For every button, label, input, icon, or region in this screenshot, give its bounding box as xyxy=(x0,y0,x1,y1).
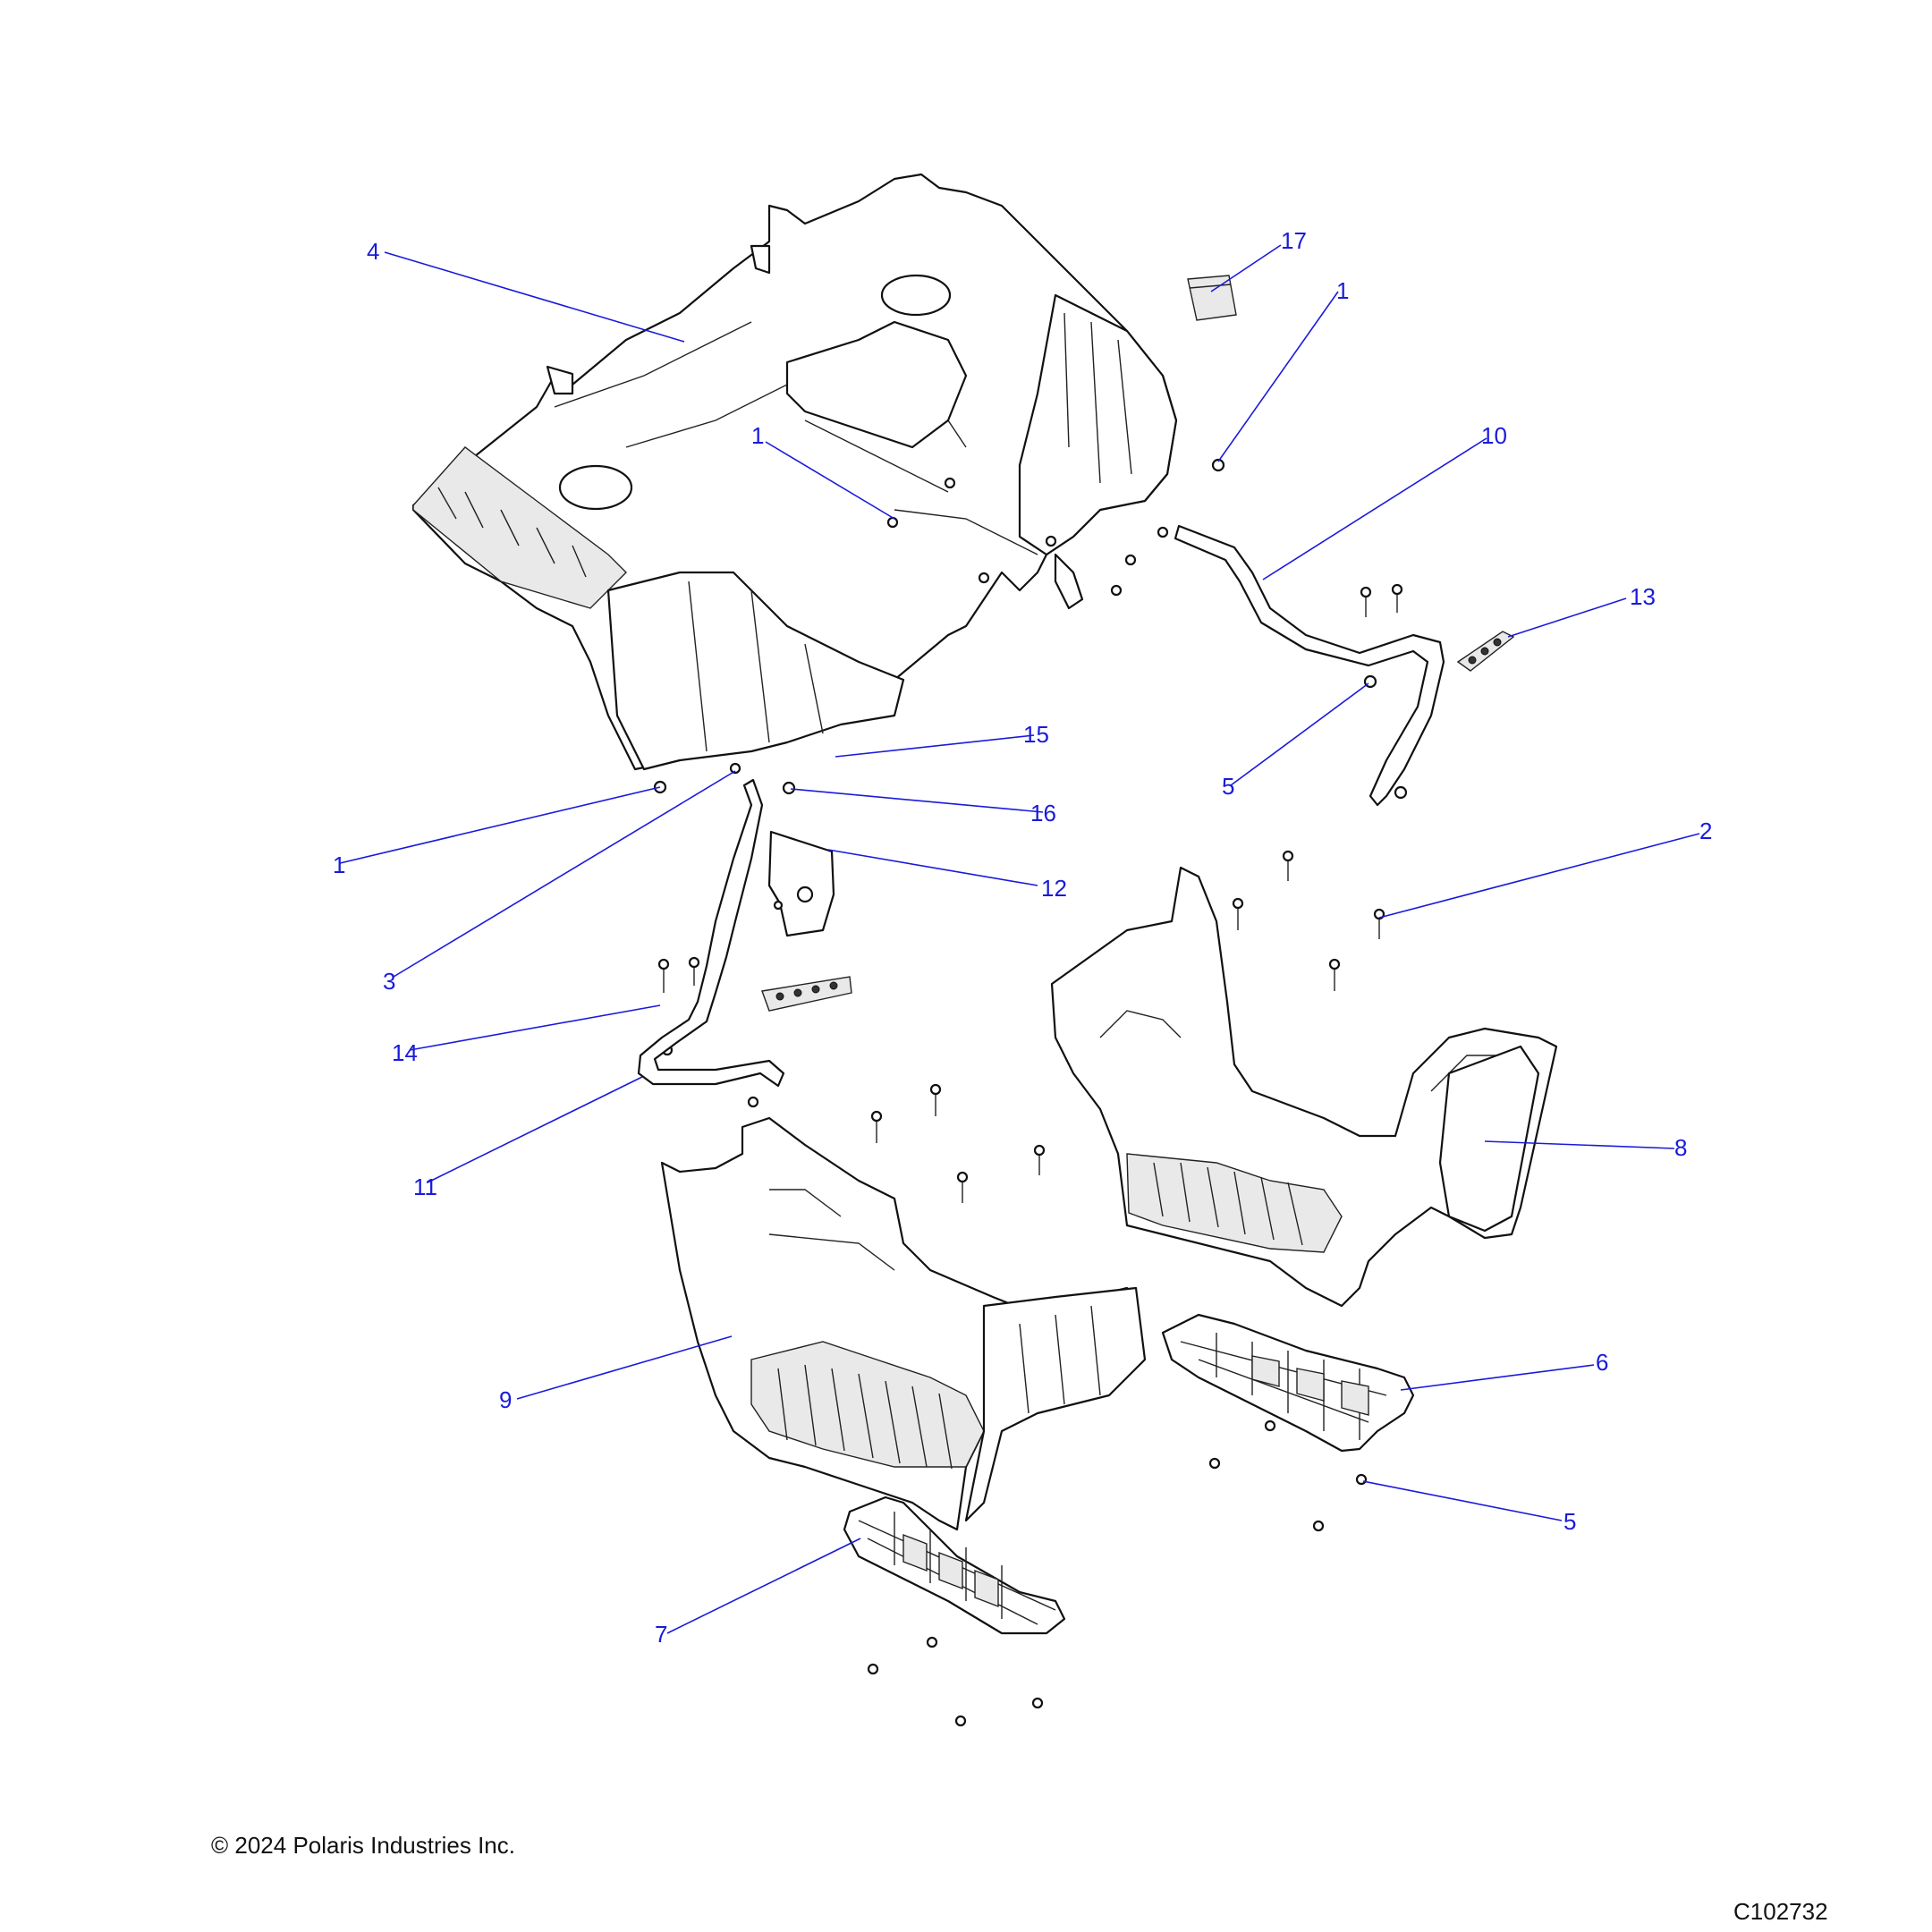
callout-1-left: 1 xyxy=(333,852,345,878)
callout-10: 10 xyxy=(1481,422,1507,449)
callout-15: 15 xyxy=(1023,721,1049,748)
diagram-id: C102732 xyxy=(1733,1898,1828,1925)
rear-fender-part xyxy=(411,173,1178,771)
callout-1-upper-right: 1 xyxy=(1336,277,1349,304)
callout-3: 3 xyxy=(383,968,395,995)
left-bumper-pad-part xyxy=(761,976,852,1012)
left-grab-bar-part xyxy=(637,778,785,1088)
callout-5-lower: 5 xyxy=(1563,1508,1576,1535)
callout-16: 16 xyxy=(1030,800,1056,826)
callout-7: 7 xyxy=(655,1621,667,1648)
decal-part xyxy=(1187,275,1237,321)
callout-labels: 4 17 1 10 1 13 15 16 1 5 2 12 3 14 8 11 … xyxy=(333,227,1712,1648)
callout-4: 4 xyxy=(367,238,379,265)
copyright-notice: © 2024 Polaris Industries Inc. xyxy=(211,1832,515,1859)
callout-5-upper: 5 xyxy=(1222,773,1234,800)
callout-13: 13 xyxy=(1630,583,1656,610)
leader-lines xyxy=(339,244,1700,1634)
callout-12: 12 xyxy=(1041,875,1067,902)
callout-9: 9 xyxy=(499,1386,512,1413)
callout-8: 8 xyxy=(1674,1134,1687,1161)
callout-14: 14 xyxy=(392,1039,418,1066)
callout-17: 17 xyxy=(1281,227,1307,254)
callout-6: 6 xyxy=(1596,1349,1608,1376)
right-grab-bar-part xyxy=(1174,524,1445,807)
fasteners-group xyxy=(653,458,1408,1727)
callout-11: 11 xyxy=(413,1174,437,1200)
right-footwell-part xyxy=(1050,866,1558,1308)
callout-1-center: 1 xyxy=(751,422,764,449)
right-footrest-part xyxy=(1161,1313,1415,1453)
heat-shield-part xyxy=(767,830,835,937)
right-bumper-pad-part xyxy=(1456,631,1515,672)
callout-2: 2 xyxy=(1699,818,1712,844)
left-footwell-part xyxy=(660,1116,1147,1531)
left-footrest-part xyxy=(843,1496,1066,1635)
